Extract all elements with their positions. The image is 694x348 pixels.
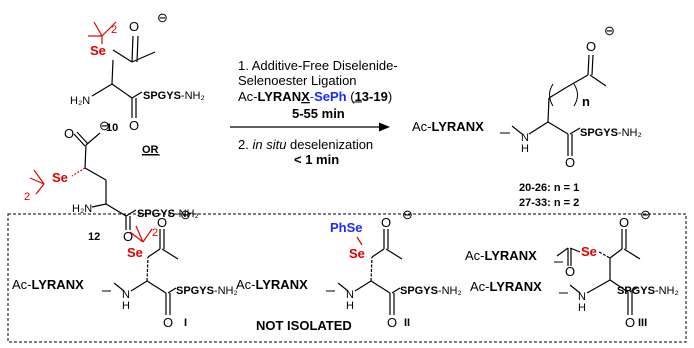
- intermediate-II-se: Se: [349, 246, 365, 261]
- intermediate-II: Ac-LYRANX N H PhSe Se O ⊖ O SPGYS-NH₂ II: [236, 207, 462, 330]
- not-isolated-label: NOT ISOLATED: [256, 318, 352, 333]
- reaction-conditions: 1. Additive-Free Diselenide- Selenoester…: [230, 58, 398, 167]
- intermediate-I-tbu-count: 2: [152, 227, 158, 239]
- reactant-10-charge: ⊖: [157, 10, 168, 25]
- time1: 5-55 min: [292, 106, 345, 121]
- reactant-12-charge: ⊖: [99, 118, 110, 133]
- product-carboxylate-o: O: [586, 39, 596, 54]
- step1-line1: 1. Additive-Free Diselenide-: [238, 58, 398, 73]
- reactant-12-label: 12: [88, 231, 100, 243]
- intermediate-II-h: H: [346, 300, 354, 312]
- reactant-10-label: 10: [106, 122, 118, 134]
- reactant-10-carbonyl-o: O: [129, 118, 139, 133]
- product-carbonyl-o: O: [565, 155, 575, 170]
- reactant-10: 2 Se O ⊖ H₂N O SPGYS-NH₂ 10: [70, 10, 205, 134]
- reactant-12: O ⊖ H₂N O SPGYS-NH₂ Se 2 12: [24, 118, 199, 244]
- selenoester-reagent: Ac-LYRANX-SePh (13-19): [238, 89, 392, 104]
- intermediate-I-peptide: SPGYS-NH₂: [176, 285, 238, 297]
- reactant-10-peptide: SPGYS-NH₂: [143, 90, 205, 102]
- intermediate-I-acyl-peptide: Ac-LYRANX: [12, 277, 84, 292]
- step2: 2. in situ deselenization: [238, 137, 373, 152]
- intermediate-I: Ac-LYRANX N H Se 2 O ⊖ O SPGYS-NH₂ I: [12, 207, 238, 330]
- intermediate-III-carbonyl-o: O: [625, 315, 635, 330]
- product-charge: ⊖: [604, 23, 615, 38]
- intermediate-I-se: Se: [127, 245, 143, 260]
- product-peptide: SPGYS-NH₂: [580, 127, 642, 139]
- reactant-12-oxygen-top: O: [64, 126, 74, 141]
- step1-line2: Selenoester Ligation: [238, 73, 357, 88]
- intermediate-II-charge: ⊖: [402, 207, 413, 222]
- reactant-12-amine: H₂N: [72, 203, 92, 215]
- intermediate-I-label: I: [184, 317, 187, 329]
- intermediate-III-acyl-o: O: [565, 264, 575, 279]
- reactant-12-tbu-count: 2: [24, 191, 30, 203]
- intermediate-II-carbonyl-o: O: [387, 315, 397, 330]
- intermediate-III-h: H: [578, 302, 586, 314]
- intermediate-II-carboxylate-o: O: [381, 215, 391, 230]
- intermediate-I-carboxylate-o: O: [157, 215, 167, 230]
- intermediate-I-charge: ⊖: [180, 207, 191, 222]
- intermediate-I-carbonyl-o: O: [163, 315, 173, 330]
- intermediate-III-label: III: [638, 317, 647, 329]
- time2: < 1 min: [294, 152, 339, 167]
- intermediate-III: Ac-LYRANX O Se O ⊖ Ac-LYRANX N H O SPGYS…: [465, 207, 679, 330]
- intermediate-III-acyl-bottom: Ac-LYRANX: [470, 279, 542, 294]
- product: Ac-LYRANX N H n O ⊖ O SPGYS-NH₂ 20-26: n…: [412, 23, 642, 209]
- or-label: OR: [142, 144, 159, 156]
- intermediate-III-se: Se: [581, 244, 597, 259]
- reactant-12-se: Se: [52, 170, 68, 185]
- reactant-12-carbonyl-o: O: [123, 229, 133, 244]
- product-h: H: [521, 143, 529, 155]
- intermediate-III-peptide: SPGYS-NH₂: [617, 285, 679, 297]
- intermediates-box: [7, 213, 687, 343]
- reactant-10-se: Se: [90, 43, 106, 58]
- reactant-10-oxygen: O: [129, 19, 139, 34]
- intermediate-II-acyl-peptide: Ac-LYRANX: [236, 277, 308, 292]
- intermediate-I-h: H: [122, 300, 130, 312]
- intermediate-III-carboxylate-o: O: [619, 215, 629, 230]
- reactant-10-amine: H₂N: [70, 95, 90, 107]
- intermediate-II-label: II: [404, 317, 410, 329]
- intermediate-II-peptide: SPGYS-NH₂: [400, 285, 462, 297]
- arrow-head: [379, 122, 390, 132]
- intermediate-III-n: N: [578, 291, 586, 303]
- intermediate-II-n: N: [346, 289, 354, 301]
- intermediate-II-phse: PhSe: [330, 220, 363, 235]
- reactant-10-tbu-count: 2: [111, 24, 117, 36]
- intermediate-I-n: N: [122, 289, 130, 301]
- product-acyl-peptide: Ac-LYRANX: [412, 119, 484, 134]
- product-n: N: [521, 132, 529, 144]
- intermediate-III-acyl-top: Ac-LYRANX: [465, 248, 537, 263]
- product-label-27-33: 27-33: n = 2: [519, 197, 579, 209]
- intermediate-III-charge: ⊖: [640, 207, 651, 222]
- product-label-20-26: 20-26: n = 1: [519, 182, 579, 194]
- product-n-repeat: n: [582, 94, 590, 109]
